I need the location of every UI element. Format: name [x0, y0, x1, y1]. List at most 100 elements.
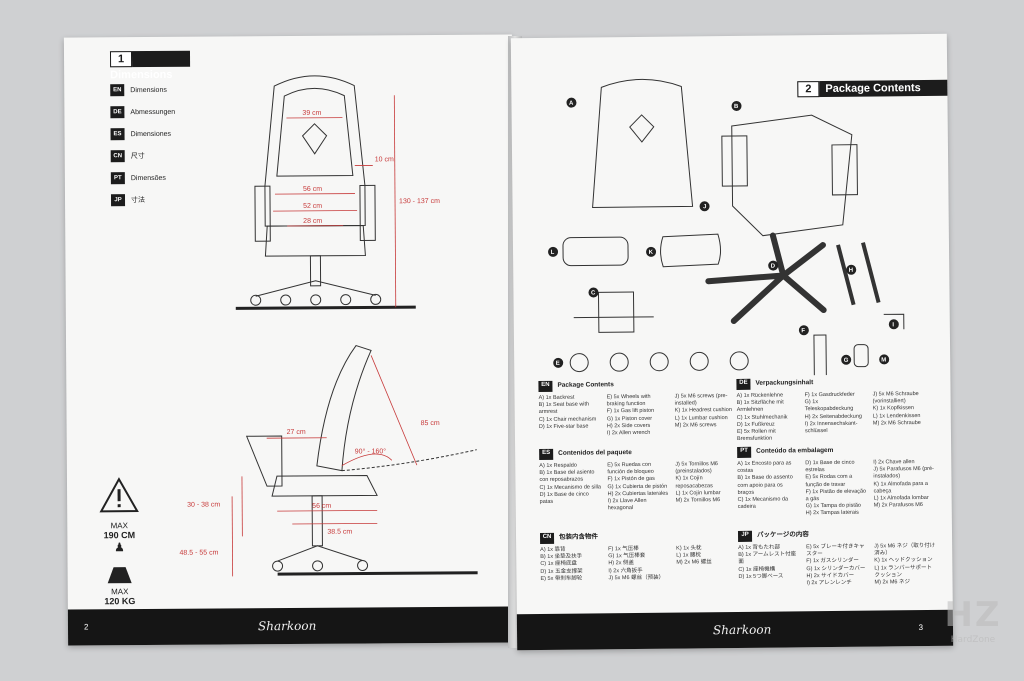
content-item: J) 5x M6 Schraube (vorinstalliert)	[872, 391, 919, 405]
language-row: CN 尺寸	[110, 145, 176, 167]
dim-label: 130 - 137 cm	[399, 198, 440, 205]
watermark-title: HZ	[944, 595, 1002, 635]
person-icon: ♟	[114, 540, 125, 555]
content-item: M) 2x Tornillos M6	[675, 497, 721, 504]
content-item: D) 1x 5つ脚ベース	[738, 573, 784, 580]
content-item: E) 5x Ruedas con función de bloqueo	[607, 461, 654, 476]
content-item: I) 2x Innensechskant-schlüssel	[804, 420, 858, 435]
section-number: 1	[109, 51, 133, 68]
lang-label: Dimensions	[130, 86, 167, 94]
content-item: D) 1x Five-star base	[538, 423, 589, 430]
watermark-subtitle: HardZone	[950, 635, 996, 645]
content-item: I) 2x Allen wrench	[606, 429, 651, 437]
lang-code: JP	[737, 530, 753, 542]
content-item: K) 1x Almofada para a cabeça	[873, 480, 928, 495]
dim-label: 27 cm	[287, 429, 306, 436]
dim-label: 30 - 38 cm	[187, 501, 220, 508]
content-item: M) 2x Parafusos M6	[873, 502, 923, 509]
content-column: J) 5x M6 Schraube (vorinstalliert)K) 1x …	[873, 391, 936, 442]
content-item: J) 5x Parafusos M6 (pré-instalados)	[873, 466, 934, 480]
content-item: G) 1x Teleskopabdeckung	[804, 399, 854, 413]
content-item: F) 1x Pistão de elevação a gás	[805, 488, 867, 503]
content-item: B) 1x アームレスト付座面	[738, 551, 797, 566]
max-height-badge: MAX 190 CM ♟	[99, 521, 139, 554]
chair-side-diagram: 27 cm 90° - 160° 85 cm 30 - 38 cm 56 cm …	[179, 344, 478, 577]
content-item: J) 5x M6 screws (pre-installed)	[674, 393, 728, 407]
brand-logo: Sharkoon	[257, 618, 317, 634]
lang-label: Abmessungen	[130, 108, 176, 116]
content-column: J) 5x Tornillos M6 (preinstalados)K) 1x …	[675, 461, 738, 512]
page-footer: 2 Sharkoon	[67, 606, 517, 646]
section-title: パッケージの内容	[756, 531, 809, 540]
content-item: L) 1x ランバーサポートクッション	[874, 564, 933, 579]
lang-code: CN	[110, 150, 125, 163]
content-item: J) 5x M6 螺丝（预装）	[608, 574, 665, 582]
content-item: M) 2x M6 ネジ	[874, 579, 911, 586]
chair-front-diagram: 39 cm 10 cm 56 cm 52 cm 28 cm 130 - 137 …	[235, 75, 440, 310]
section-title: Verpackungsinhalt	[755, 379, 814, 388]
page-footer: Sharkoon 3	[516, 609, 954, 651]
weight-icon	[107, 567, 132, 584]
content-item: M) 2x M6 Schraube	[872, 419, 921, 427]
content-item: J) 5x Tornillos M6 (preinstalados)	[675, 461, 719, 475]
part-label: A	[569, 101, 574, 107]
lang-label: Dimensiones	[130, 130, 172, 138]
lang-label: 寸法	[130, 197, 146, 205]
content-item: A) 1x Encosto para as costas	[737, 460, 792, 475]
content-item: L) 1x Lumbar cushion	[674, 414, 728, 422]
content-item: I) 2x Llave Allen hexagonal	[607, 497, 647, 512]
lang-code: DE	[736, 378, 751, 390]
lang-code: ES	[110, 128, 125, 141]
content-item: K) 1x Cojín reposacabezas	[675, 475, 713, 490]
content-column: J) 5x M6 screws (pre-installed)K) 1x Hea…	[675, 393, 737, 437]
max-weight-badge: MAX 120 KG	[100, 563, 140, 606]
lang-label: Dimensões	[130, 174, 166, 182]
lang-label: 尺寸	[130, 153, 145, 161]
content-item: M) 2x M6 螺丝	[676, 559, 712, 567]
content-item: B) 1x Base del asiento con reposabrazos	[539, 469, 595, 484]
content-item: B) 1x Sitzfläche mit Armlehnen	[736, 399, 784, 414]
lang-code: EN	[110, 84, 125, 97]
package-parts-diagram: A B C D E F G H I J K L M	[548, 78, 905, 379]
page-number: 3	[918, 623, 924, 633]
part-label: B	[734, 104, 739, 110]
content-item: B) 1x Seat base with armrest	[538, 401, 590, 416]
dim-label: 38.5 cm	[327, 529, 352, 536]
content-item: D) 1x Base de cinco estrelas	[805, 459, 855, 474]
section-title: Conteúdo da embalagem	[756, 447, 834, 456]
language-row: ES Dimensiones	[110, 123, 175, 145]
lang-code: PT	[737, 446, 752, 458]
lang-code: EN	[538, 380, 553, 392]
section-title: Contenidos del paquete	[558, 449, 632, 458]
dim-label: 56 cm	[312, 503, 331, 510]
content-item: B) 1x Base do assento com apoio para os …	[737, 474, 793, 496]
lang-code: PT	[110, 172, 125, 185]
warning-icon	[99, 477, 139, 513]
page-number: 2	[83, 622, 89, 632]
section-title: 包装内含物件	[559, 533, 599, 542]
section-header-dimensions: 1Dimensions	[109, 50, 191, 81]
part-label: L	[551, 250, 555, 256]
content-item: M) 2x M6 screws	[674, 421, 717, 429]
part-label: E	[556, 361, 560, 367]
part-label: H	[849, 268, 853, 274]
part-label: D	[771, 264, 776, 270]
